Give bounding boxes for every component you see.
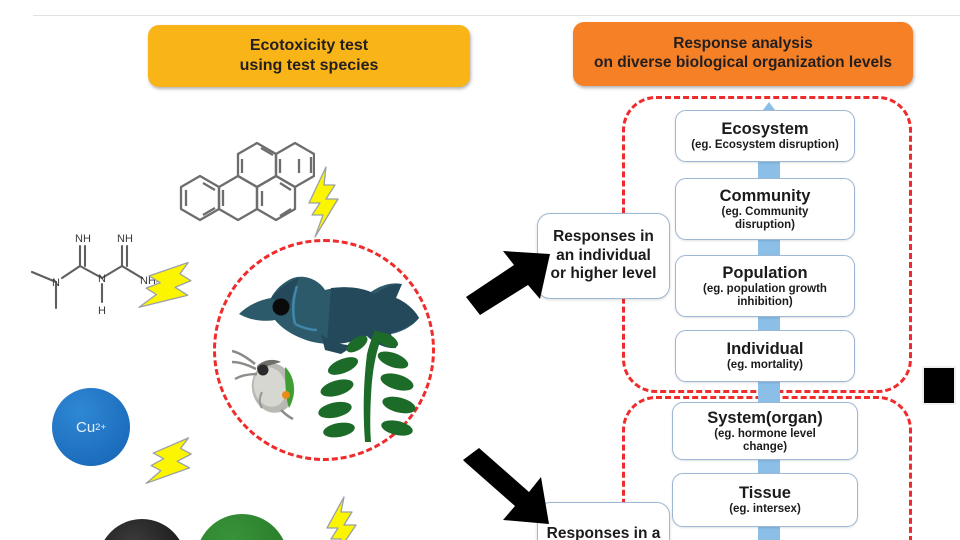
lightning-bolt-icon	[308, 166, 339, 238]
level-example-individual: (eg. mortality)	[726, 359, 804, 372]
banner-left-line1: Ecotoxicity test	[249, 37, 369, 55]
level-example-community: (eg. Community disruption)	[721, 205, 809, 231]
level-example-population: (eg. population growth inhibition)	[703, 282, 827, 308]
green-particle-circle	[196, 514, 288, 540]
banner-left-line2: using test species	[239, 57, 379, 74]
level-title-community: Community	[719, 186, 811, 205]
banner-right-line1: Response analysis	[673, 35, 813, 53]
level-title-population: Population	[722, 263, 808, 282]
response-upper-line2: an individual	[556, 246, 651, 264]
daphnia-icon	[231, 349, 295, 420]
banner-response-analysis: Response analysis on diverse biological …	[573, 22, 913, 86]
top-divider-line	[33, 15, 960, 16]
dark-particle-circle	[98, 519, 186, 540]
black-arrow-up-right-icon	[466, 251, 550, 315]
banner-ecotoxicity-test: Ecotoxicity test using test species	[148, 25, 470, 87]
level-box-tissue[interactable]: Tissue (eg. intersex)	[672, 473, 858, 527]
metformin-label-h-mid: H	[98, 305, 106, 317]
level-example-system-organ: (eg. hormone level change)	[714, 427, 816, 453]
response-upper-line1: Responses in	[553, 228, 654, 246]
level-box-community[interactable]: Community (eg. Community disruption)	[675, 178, 855, 240]
right-edge-cropped-arrow	[922, 366, 956, 405]
aquatic-plant-icon	[318, 330, 416, 442]
black-arrow-down-right-icon	[463, 448, 549, 524]
metformin-label-n-left: N	[52, 277, 60, 289]
test-species-circle	[213, 239, 435, 461]
benzo-a-pyrene-structure-icon	[179, 141, 315, 222]
level-box-ecosystem[interactable]: Ecosystem (eg. Ecosystem disruption)	[675, 110, 855, 162]
banner-right-line2: on diverse biological organization level…	[593, 54, 893, 71]
response-box-sub-individual[interactable]: Responses in a sub-individual	[537, 502, 670, 540]
level-box-individual[interactable]: Individual (eg. mortality)	[675, 330, 855, 382]
response-lower-line1: Responses in a	[546, 525, 661, 540]
level-title-ecosystem: Ecosystem	[721, 119, 809, 138]
level-example-tissue: (eg. intersex)	[729, 503, 801, 516]
blue-upward-arrow-icon	[742, 102, 796, 540]
lightning-bolt-icon	[138, 261, 192, 308]
metformin-label-nh-left: NH	[75, 233, 91, 245]
copper-ion-charge: 2+	[95, 421, 107, 433]
metformin-label-nh-right: NH	[117, 233, 133, 245]
level-title-tissue: Tissue	[739, 483, 791, 502]
level-title-system-organ: System(organ)	[707, 408, 823, 427]
level-box-population[interactable]: Population (eg. population growth inhibi…	[675, 255, 855, 317]
fish-icon	[239, 276, 419, 354]
lightning-bolt-icon	[326, 496, 357, 540]
copper-ion-label: Cu	[75, 418, 96, 436]
metformin-label-n-mid: N	[98, 273, 106, 285]
level-title-individual: Individual	[726, 339, 804, 358]
level-example-ecosystem: (eg. Ecosystem disruption)	[691, 139, 839, 152]
level-box-system-organ[interactable]: System(organ) (eg. hormone level change)	[672, 402, 858, 460]
response-upper-line3: or higher level	[550, 265, 657, 283]
lightning-bolt-icon	[145, 437, 192, 484]
response-box-individual-or-higher[interactable]: Responses in an individual or higher lev…	[537, 213, 670, 299]
